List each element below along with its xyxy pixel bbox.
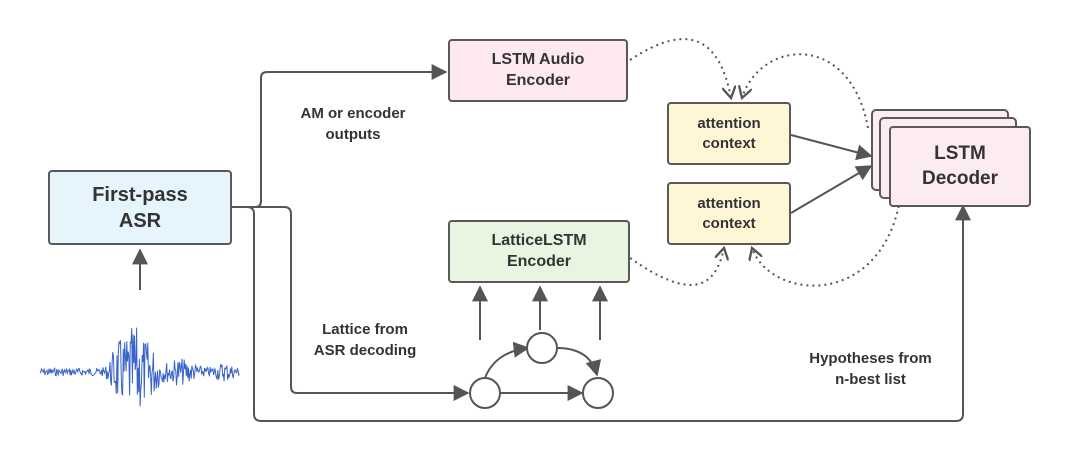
label-am-outputs-line2: outputs: [325, 126, 381, 143]
attention-context-top-line1: attention: [697, 115, 761, 132]
label-lattice: Lattice from ASR decoding: [300, 319, 430, 361]
lstm-decoder-box: LSTM Decoder: [889, 126, 1031, 207]
label-hypotheses: Hypotheses from n-best list: [788, 348, 953, 390]
label-hypotheses-line2: n-best list: [835, 371, 906, 388]
label-am-outputs-line1: AM or encoder: [300, 105, 406, 122]
attention-context-bottom-line2: context: [702, 214, 756, 232]
arrow-asr-to-lattice: [230, 206, 470, 401]
lattice-lstm-encoder-line1: LatticeLSTM: [491, 231, 587, 249]
lattice-lstm-encoder-box: LatticeLSTM Encoder: [448, 220, 630, 283]
arrow-attention-top-to-decoder: [790, 134, 873, 161]
lstm-audio-encoder-box: LSTM Audio Encoder: [448, 39, 628, 102]
attention-context-bottom-line1: attention: [697, 195, 761, 212]
arrow-attention-bottom-to-decoder: [790, 165, 873, 214]
attention-context-bottom-box: attention context: [667, 182, 791, 245]
lattice-lstm-encoder-line2: Encoder: [506, 252, 571, 270]
first-pass-asr-line2: ASR: [118, 209, 162, 232]
first-pass-asr-line1: First-pass: [92, 183, 188, 206]
arrow-asr-to-decoder: [230, 204, 971, 422]
lstm-decoder-line2: Decoder: [921, 167, 999, 189]
attention-flow-bottom: [629, 199, 901, 287]
label-am-outputs: AM or encoder outputs: [278, 103, 428, 145]
lstm-audio-encoder-line2: Encoder: [505, 71, 570, 89]
label-hypotheses-line1: Hypotheses from: [809, 350, 932, 367]
first-pass-asr-box: First-pass ASR: [48, 170, 232, 245]
label-lattice-line2: ASR decoding: [313, 342, 417, 359]
attention-context-top-box: attention context: [667, 102, 791, 165]
label-lattice-line1: Lattice from: [322, 321, 408, 338]
attention-flow-top: [629, 38, 869, 129]
lstm-audio-encoder-line1: LSTM Audio: [491, 50, 585, 68]
lattice-graph-icon: [469, 332, 614, 409]
attention-context-top-line2: context: [702, 134, 756, 152]
audio-waveform-icon: [39, 327, 240, 407]
lstm-decoder-line1: LSTM: [934, 142, 986, 164]
